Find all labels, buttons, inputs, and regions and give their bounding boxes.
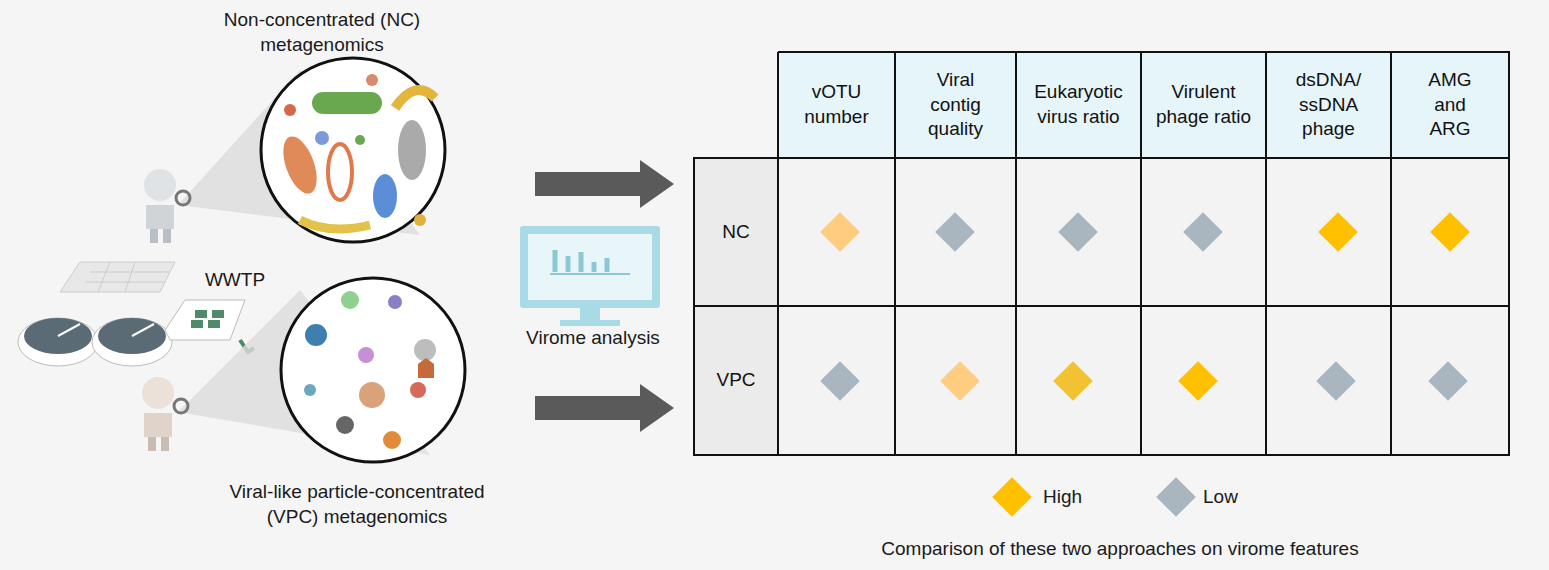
table-cell: AMG and ARG <box>1391 52 1509 158</box>
monitor-icon <box>520 226 660 326</box>
rating-diamonds <box>820 212 1470 401</box>
section-heading: Viral-like particle-concentrated (VPC) m… <box>212 480 502 529</box>
table-cell: NC <box>694 158 778 306</box>
table-cell: vOTU number <box>778 52 895 158</box>
row-header: VPC <box>716 368 755 393</box>
table-cell: dsDNA/ ssDNA phage <box>1266 52 1391 158</box>
legend-text: High <box>1043 485 1082 510</box>
column-header: AMG and ARG <box>1425 68 1475 142</box>
researcher-figure <box>142 169 190 451</box>
column-header: Virulent phage ratio <box>1145 80 1262 129</box>
table-cell: Viral contig quality <box>895 52 1016 158</box>
column-header: Viral contig quality <box>916 68 996 142</box>
site-label: WWTP <box>190 268 280 293</box>
row-header: NC <box>722 220 749 245</box>
legend-swatch <box>1156 477 1196 517</box>
section-heading: Non-concentrated (NC) metagenomics <box>222 8 422 57</box>
column-header: Eukaryotic virus ratio <box>1020 80 1137 129</box>
table-grid <box>694 52 1509 455</box>
header-band <box>778 52 1509 158</box>
caption: Comparison of these two approaches on vi… <box>760 537 1480 562</box>
column-header: vOTU number <box>802 80 872 129</box>
table-cell: Virulent phage ratio <box>1141 52 1266 158</box>
vpc-sample-circle <box>281 278 465 462</box>
legend-swatch <box>992 477 1032 517</box>
legend-text: Low <box>1203 485 1238 510</box>
column-header: dsDNA/ ssDNA phage <box>1294 68 1364 142</box>
nc-sample-circle <box>261 58 445 242</box>
table-cell: Eukaryotic virus ratio <box>1016 52 1141 158</box>
step-label: Virome analysis <box>498 326 688 351</box>
table-cell: VPC <box>694 306 778 455</box>
